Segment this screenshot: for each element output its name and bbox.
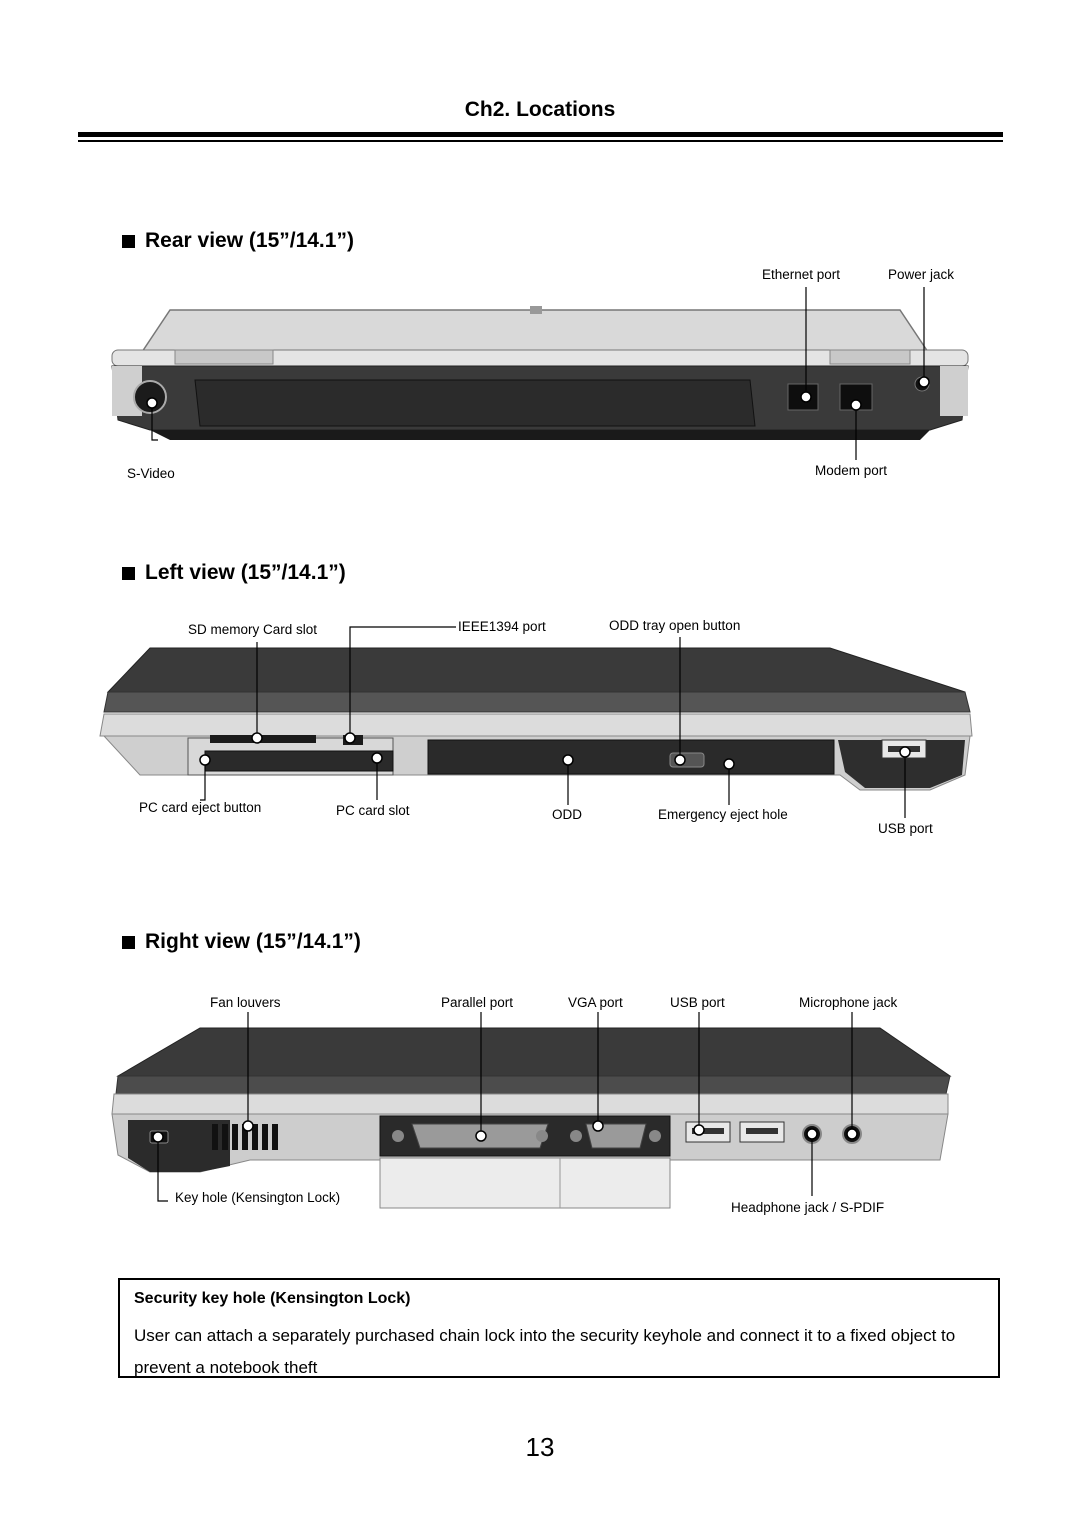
label-usb-port-left: USB port — [878, 821, 933, 836]
square-bullet-icon — [122, 566, 135, 580]
label-odd: ODD — [552, 807, 582, 822]
label-headphone-jack: Headphone jack / S-PDIF — [731, 1200, 885, 1215]
chapter-title: Ch2. Locations — [464, 98, 616, 121]
square-bullet-icon — [122, 234, 135, 248]
label-odd-tray-open-button: ODD tray open button — [609, 618, 741, 633]
label-parallel-port: Parallel port — [441, 995, 514, 1010]
label-fan-louvers: Fan louvers — [210, 995, 281, 1010]
label-vga-port: VGA port — [568, 995, 623, 1010]
note-heading: Security key hole (Kensington Lock) — [134, 1290, 411, 1307]
rear-view-heading: Rear view (15”/14.1”) — [122, 229, 354, 253]
security-note-box: Security key hole (Kensington Lock) User… — [118, 1278, 1000, 1378]
label-pc-card-eject-button: PC card eject button — [139, 800, 262, 815]
right-view-heading: Right view (15”/14.1”) — [122, 930, 361, 954]
note-body: User can attach a separately purchased c… — [134, 1326, 956, 1377]
header-rule-thick — [78, 132, 1003, 137]
right-view-title: Right view (15”/14.1”) — [145, 930, 361, 953]
label-usb-port-right: USB port — [670, 995, 725, 1010]
label-emergency-eject-hole: Emergency eject hole — [658, 807, 788, 822]
label-pc-card-slot: PC card slot — [336, 803, 410, 818]
header-rule-thin — [78, 140, 1003, 142]
rear-view-illustration — [111, 287, 969, 460]
label-key-hole: Key hole (Kensington Lock) — [175, 1190, 341, 1205]
label-sd-card-slot: SD memory Card slot — [188, 622, 318, 637]
left-view-heading: Left view (15”/14.1”) — [122, 561, 346, 585]
label-ethernet-port: Ethernet port — [762, 267, 841, 282]
label-ieee1394-port: IEEE1394 port — [458, 619, 546, 634]
left-view-title: Left view (15”/14.1”) — [145, 561, 346, 584]
right-view-illustration — [111, 1012, 952, 1209]
square-bullet-icon — [122, 935, 135, 949]
label-s-video: S-Video — [127, 466, 175, 481]
left-view-illustration — [99, 626, 973, 818]
label-microphone-jack: Microphone jack — [799, 995, 898, 1010]
label-power-jack: Power jack — [888, 267, 955, 282]
label-modem-port: Modem port — [815, 463, 888, 478]
rear-view-title: Rear view (15”/14.1”) — [145, 229, 354, 252]
page-number: 13 — [525, 1432, 555, 1462]
